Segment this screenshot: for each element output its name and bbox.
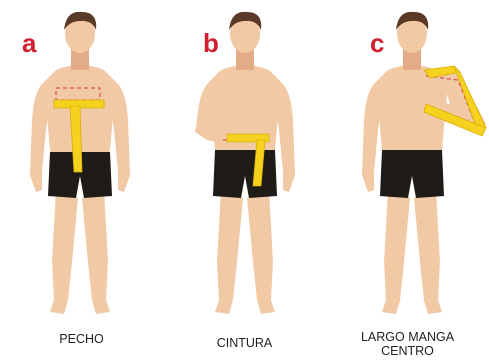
- figure-sleeve-illustration: [326, 0, 489, 330]
- caption-line: CENTRO: [326, 344, 489, 358]
- figure-waist-illustration: [163, 0, 326, 330]
- panel-letter: b: [203, 30, 219, 56]
- panel-chest: a PECHO: [0, 0, 163, 362]
- panel-waist: b CINTURA: [163, 0, 326, 362]
- caption-line: LARGO MANGA: [326, 330, 489, 344]
- panel-sleeve: c LARGO MANGA CENTRO: [326, 0, 489, 362]
- panel-letter: c: [370, 30, 384, 56]
- panel-caption: PECHO: [0, 332, 163, 346]
- panel-letter: a: [22, 30, 36, 56]
- panel-caption: CINTURA: [163, 336, 326, 350]
- panel-caption: LARGO MANGA CENTRO: [326, 330, 489, 358]
